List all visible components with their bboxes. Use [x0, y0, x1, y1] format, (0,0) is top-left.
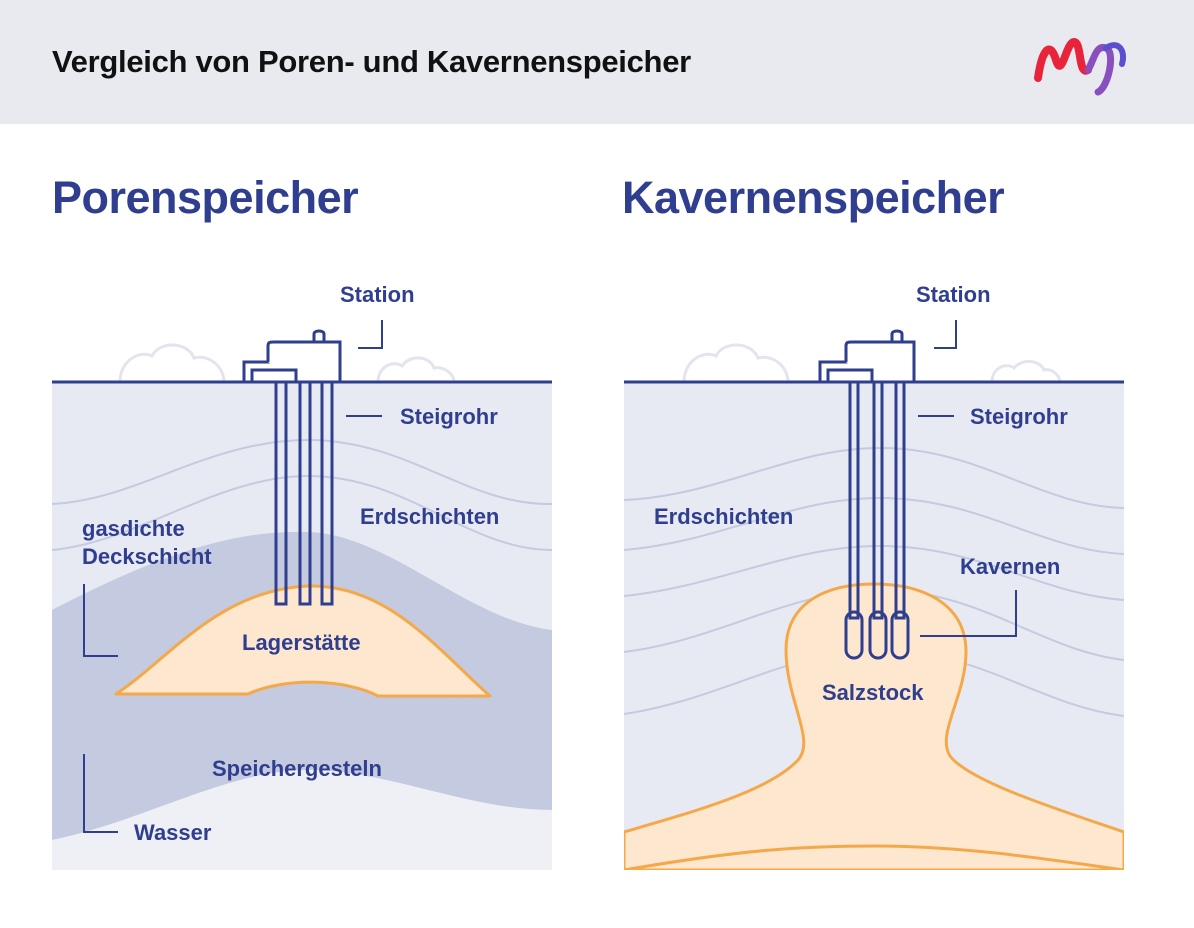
company-logo-icon — [1034, 38, 1126, 96]
label-station: Station — [916, 282, 991, 307]
label-water: Wasser — [134, 820, 212, 845]
pore-storage-diagram: Station Steigrohr Erdschichten gasdichte… — [52, 282, 552, 870]
right-section-title: Kavernenspeicher — [622, 172, 1005, 223]
cloud-icon — [682, 343, 790, 383]
header-bar: Vergleich von Poren- und Kavernenspeiche… — [0, 0, 1194, 124]
cavern-icon — [890, 610, 910, 660]
cloud-icon — [376, 356, 456, 383]
reservoir-rock-shape — [52, 770, 552, 870]
cavern-storage-diagram: Station Steigrohr Erdschichten Kavernen … — [624, 282, 1124, 870]
label-riser: Steigrohr — [400, 404, 498, 429]
label-deposit: Lagerstätte — [242, 630, 361, 655]
label-caverns: Kavernen — [960, 554, 1060, 579]
cloud-icon — [990, 360, 1062, 383]
salt-dome-shape — [624, 582, 1124, 870]
label-cap-line2: Deckschicht — [82, 544, 212, 569]
page-title: Vergleich von Poren- und Kavernenspeiche… — [52, 44, 691, 79]
deposit-shape — [114, 584, 492, 698]
label-strata: Erdschichten — [360, 504, 499, 529]
label-riser: Steigrohr — [970, 404, 1068, 429]
label-station: Station — [340, 282, 415, 307]
cavern-icon — [868, 610, 888, 660]
station-icon — [818, 329, 916, 660]
label-cap-line1: gasdichte — [82, 516, 185, 541]
cloud-icon — [118, 343, 226, 383]
label-reservoir-rock: Speichergesteln — [212, 756, 382, 781]
label-strata: Erdschichten — [654, 504, 793, 529]
cavern-icon — [844, 610, 864, 660]
left-section-title: Porenspeicher — [52, 172, 359, 223]
station-icon — [242, 329, 342, 606]
label-salt-dome: Salzstock — [822, 680, 924, 705]
